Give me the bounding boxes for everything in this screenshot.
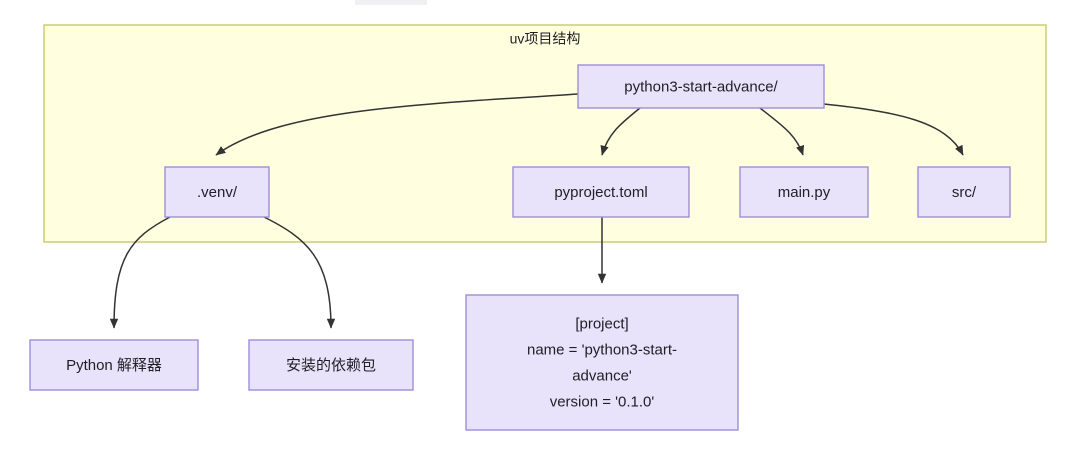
toml-line-name-part1: name = 'python3-start- — [527, 342, 677, 359]
edge-root-to-pyproject — [600, 107, 641, 156]
edge-layer — [109, 93, 964, 329]
node-pyproject[interactable]: pyproject.toml — [512, 166, 690, 218]
node-layer: python3-start-advance/ .venv/ pyproject.… — [29, 64, 1011, 431]
top-edge-artifact — [355, 0, 427, 5]
toml-line-project: [project] — [575, 316, 628, 333]
toml-line-name-part2: advance' — [572, 368, 632, 385]
node-src-rect[interactable] — [917, 166, 1011, 218]
node-installed-dependencies[interactable]: 安装的依赖包 — [248, 339, 414, 391]
node-python-interpreter-label: Python 解释器 — [66, 357, 162, 374]
node-venv-rect[interactable] — [164, 166, 270, 218]
edge-root-to-mainpy — [759, 107, 805, 156]
edge-venv-to-deps — [263, 216, 336, 329]
node-mainpy-rect[interactable] — [739, 166, 869, 218]
node-pyproject-rect[interactable] — [512, 166, 690, 218]
node-installed-dependencies-label: 安装的依赖包 — [286, 357, 376, 374]
node-python-interpreter-rect[interactable] — [29, 339, 199, 391]
node-mainpy[interactable]: main.py — [739, 166, 869, 218]
node-pyproject-label: pyproject.toml — [554, 184, 647, 201]
node-root[interactable]: python3-start-advance/ — [577, 64, 825, 109]
edge-root-to-venv — [215, 93, 579, 156]
edge-venv-to-interp — [109, 216, 171, 329]
node-root-rect[interactable] — [577, 64, 825, 109]
node-mainpy-label: main.py — [778, 184, 831, 201]
node-python-interpreter[interactable]: Python 解释器 — [29, 339, 199, 391]
node-src[interactable]: src/ — [917, 166, 1011, 218]
node-root-label: python3-start-advance/ — [624, 78, 778, 95]
node-venv-label: .venv/ — [197, 184, 238, 201]
edge-root-to-src — [823, 103, 964, 156]
toml-line-version: version = '0.1.0' — [550, 394, 655, 411]
node-venv[interactable]: .venv/ — [164, 166, 270, 218]
group-title-label: uv项目结构 — [510, 31, 581, 47]
node-installed-dependencies-rect[interactable] — [248, 339, 414, 391]
node-toml-content-rect[interactable] — [465, 294, 739, 431]
node-toml-content[interactable]: [project] name = 'python3-start- advance… — [465, 294, 739, 431]
node-src-label: src/ — [952, 184, 977, 201]
